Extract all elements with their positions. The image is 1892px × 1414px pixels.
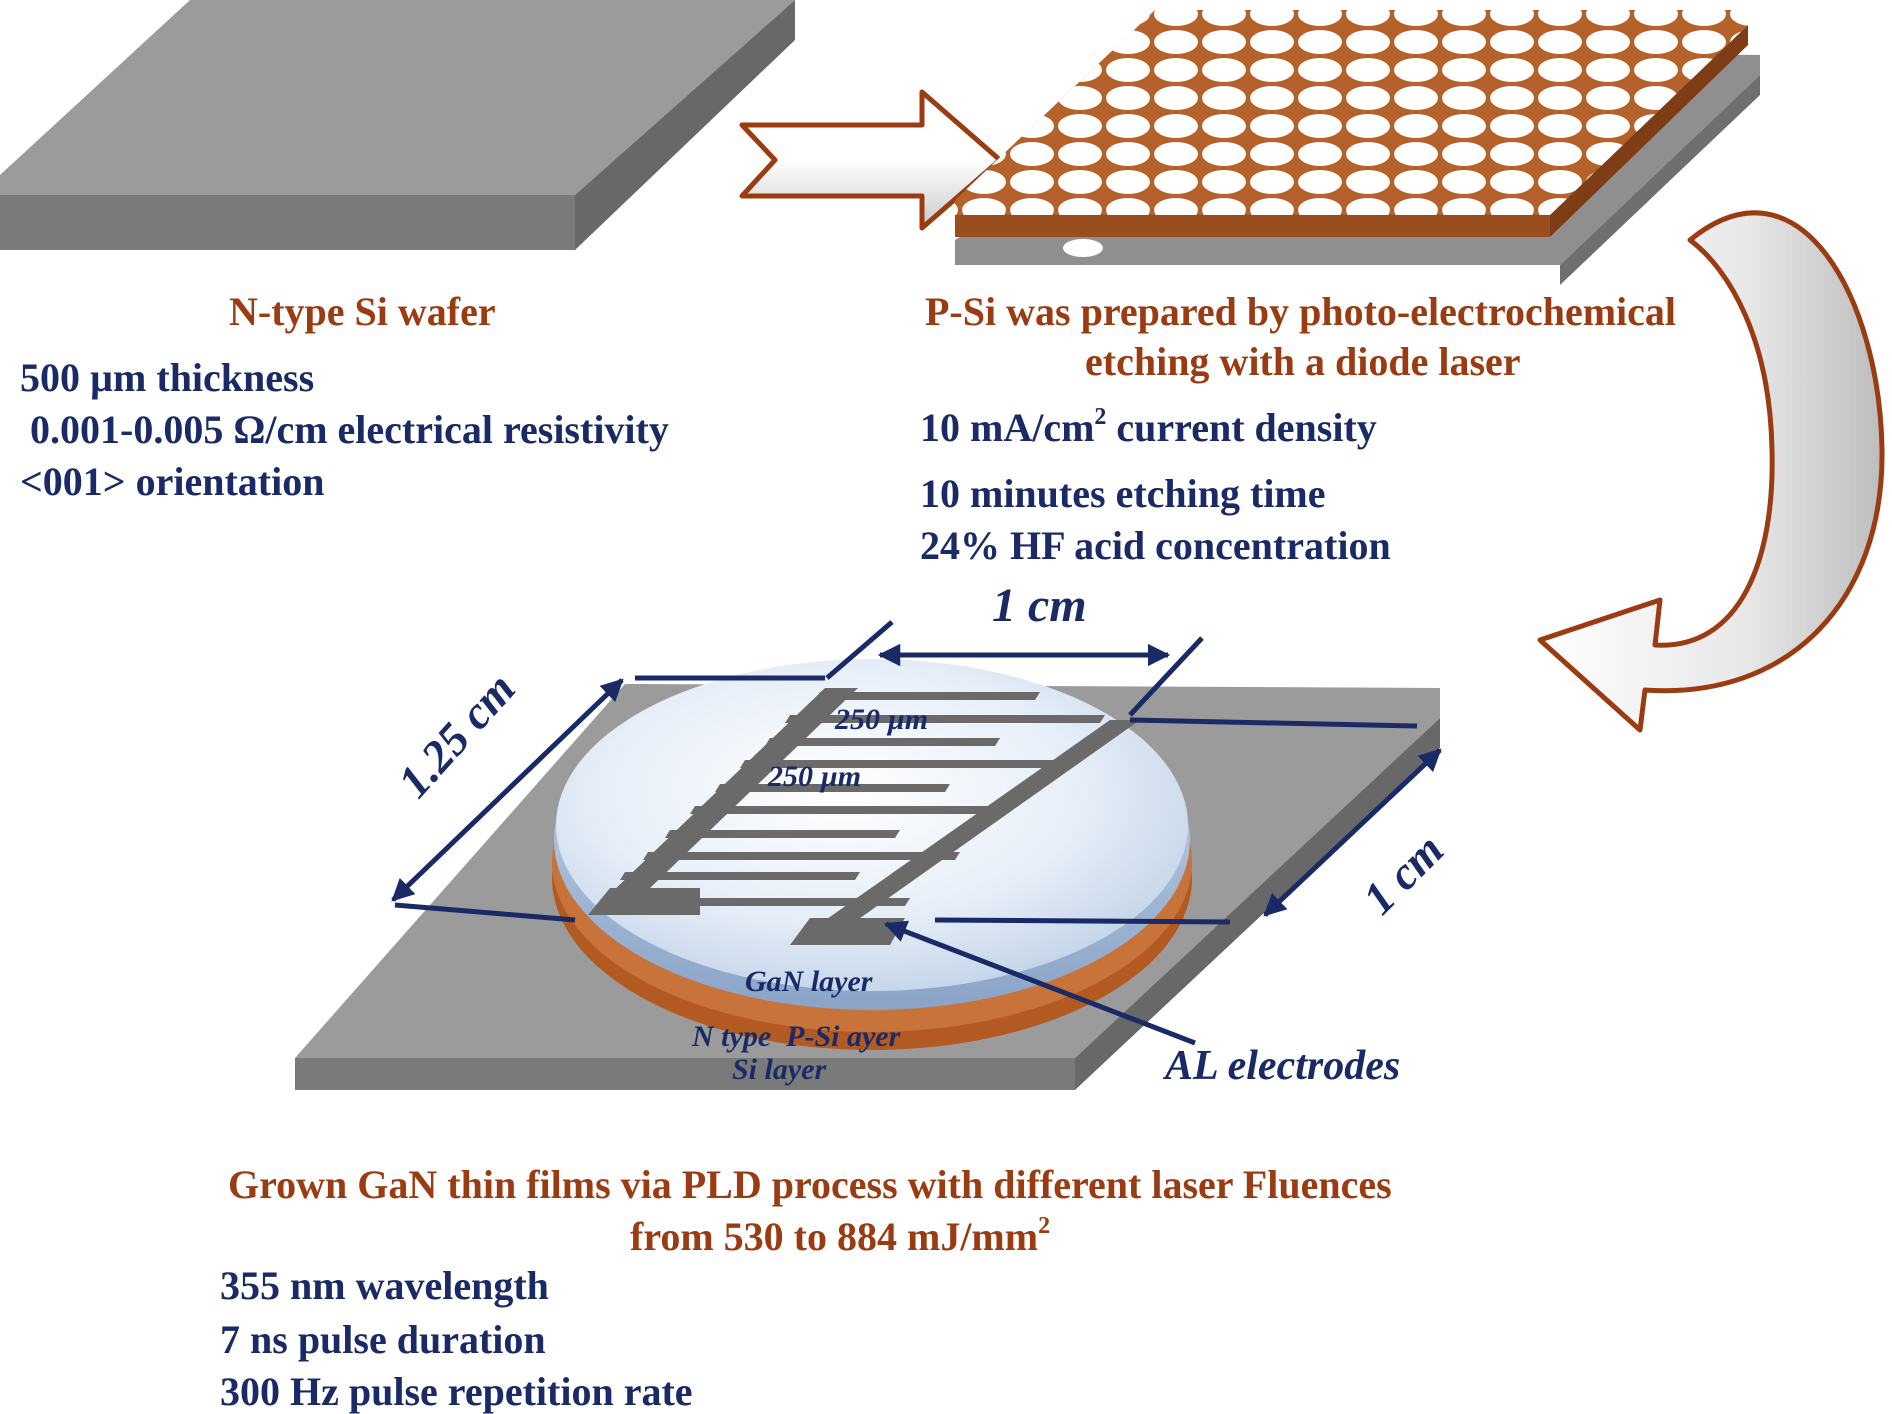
si-layer-label: Si layer [732,1053,827,1086]
al-electrodes [588,688,1140,945]
fluence-range: from 530 to 884 mJ/mm [630,1214,1039,1259]
process-arrow-curved [1537,210,1885,733]
current-density-sup: 2 [1094,404,1107,431]
step1-title: N-type Si wafer [229,289,496,334]
dimension-lines [391,620,1442,1046]
step3-line-wavelength: 355 nm wavelength [220,1263,549,1308]
step2-line-current-density: 10 mA/cm2 current density [920,405,1377,450]
step3-line-pulse-duration: 7 ns pulse duration [220,1317,546,1362]
finger-gap-label-2: 250 µm [768,760,862,793]
current-density-suffix: current density [1106,405,1377,450]
step2-title-line1: P-Si was prepared by photo-electrochemic… [925,289,1677,334]
si-wafer-illustration [0,0,795,250]
al-electrodes-label: AL electrodes [1165,1043,1401,1089]
step1-line-orientation: <001> orientation [20,459,325,504]
dimension-top-label: 1 cm [992,579,1087,632]
step2-title-line2: etching with a diode laser [1085,339,1521,384]
gan-layer-label: GaN layer [745,965,873,998]
fluence-unit-sup: 2 [1038,1213,1051,1240]
step3-title-line2: from 530 to 884 mJ/mm2 [630,1214,1050,1259]
step2-line-etching-time: 10 minutes etching time [920,471,1326,516]
step3-line-repetition-rate: 300 Hz pulse repetition rate [220,1369,693,1414]
finger-gap-label-1: 250 µm [835,703,929,736]
psi-layer-label: N type P-Si ayer [692,1020,901,1053]
step2-line-hf-concentration: 24% HF acid concentration [920,523,1391,568]
step1-line-thickness: 500 µm thickness [20,355,315,400]
porous-si-illustration [955,10,1760,285]
process-arrow-right [739,89,1003,231]
step1-line-resistivity: 0.001-0.005 Ω/cm electrical resistivity [20,407,669,452]
current-density-prefix: 10 mA/cm [920,405,1095,450]
device-illustration [295,620,1442,1090]
step3-title-line1: Grown GaN thin films via PLD process wit… [228,1162,1392,1207]
